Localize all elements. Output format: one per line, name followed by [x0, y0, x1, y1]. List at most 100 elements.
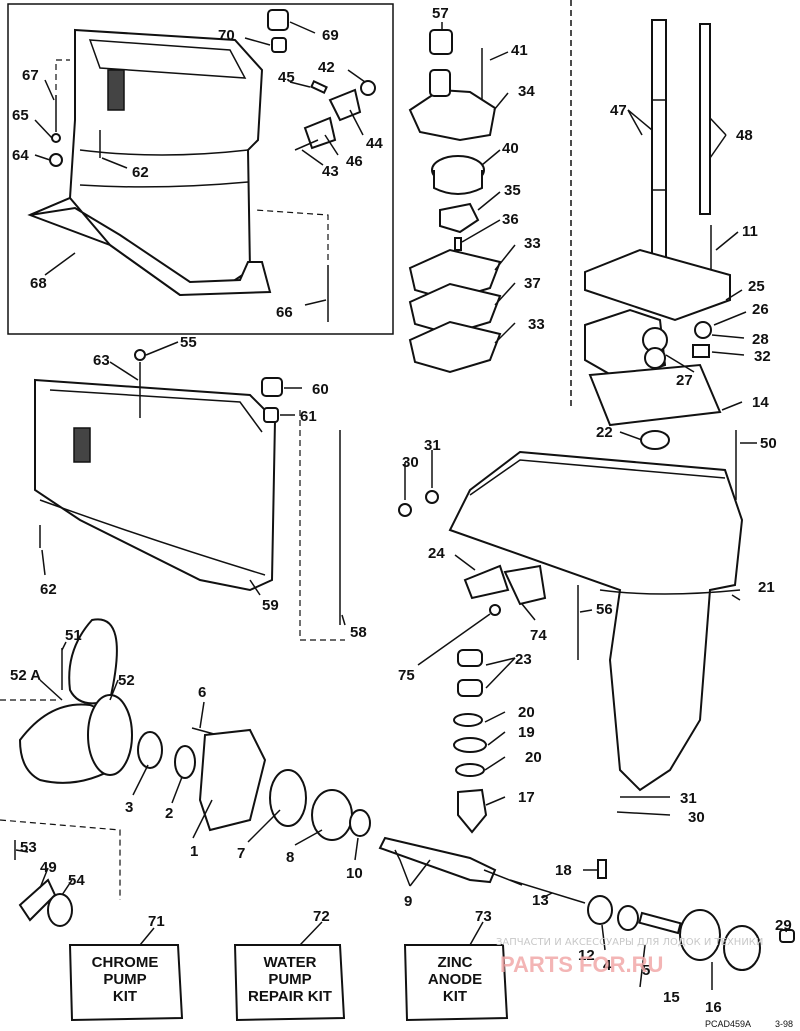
kit-73-line-3: KIT [443, 988, 467, 1005]
callout-50: 50 [760, 435, 777, 452]
callout-74: 74 [530, 627, 547, 644]
callout-53: 53 [20, 839, 37, 856]
kit-72-line-2: PUMP [268, 971, 311, 988]
callout-9: 9 [404, 893, 412, 910]
callout-59: 59 [262, 597, 279, 614]
callout-37: 37 [524, 275, 541, 292]
callout-63: 63 [93, 352, 110, 369]
callout-30b: 30 [688, 809, 705, 826]
kit-box-73: ZINC ANODE KIT [403, 944, 509, 1022]
kit-71-line-1: CHROME [92, 954, 159, 971]
callout-62b: 62 [40, 581, 57, 598]
callout-19: 19 [518, 724, 535, 741]
callout-33b: 33 [528, 316, 545, 333]
callout-23: 23 [515, 651, 532, 668]
callout-32: 32 [754, 348, 771, 365]
callout-68: 68 [30, 275, 47, 292]
callout-61: 61 [300, 408, 317, 425]
kit-73-line-1: ZINC [438, 954, 473, 971]
callout-7: 7 [237, 845, 245, 862]
callout-18: 18 [555, 862, 572, 879]
callout-49: 49 [40, 859, 57, 876]
kit-71-line-2: PUMP [103, 971, 146, 988]
callout-4: 4 [603, 957, 612, 974]
callout-17: 17 [518, 789, 535, 806]
callout-57: 57 [432, 5, 449, 22]
callout-1: 1 [190, 843, 198, 860]
callout-6: 6 [198, 684, 206, 701]
callout-13: 13 [532, 892, 549, 909]
callout-20b: 20 [525, 749, 542, 766]
kit-box-71: CHROME PUMP KIT [68, 944, 184, 1022]
callout-31b: 31 [680, 790, 697, 807]
callout-52a: 52 A [10, 667, 41, 684]
kit-73-line-2: ANODE [428, 971, 482, 988]
exhaust-housing [34, 349, 345, 641]
callout-labels: 1 2 3 4 5 6 7 8 9 10 11 12 13 14 15 16 1… [10, 5, 792, 1016]
callout-12: 12 [578, 947, 595, 964]
page-code: 3-98 [775, 1019, 793, 1029]
callout-22: 22 [596, 424, 613, 441]
callout-41: 41 [511, 42, 528, 59]
callout-71: 71 [148, 913, 165, 930]
upper-small-parts [49, 9, 376, 322]
callout-11: 11 [742, 223, 758, 240]
callout-75: 75 [398, 667, 415, 684]
callout-5: 5 [642, 962, 650, 979]
callout-33: 33 [524, 235, 541, 252]
callout-64: 64 [12, 147, 29, 164]
callout-20: 20 [518, 704, 535, 721]
callout-42: 42 [318, 59, 335, 76]
callout-62: 62 [132, 164, 149, 181]
drive-shafts [584, 19, 731, 427]
callout-52: 52 [118, 672, 135, 689]
callout-40: 40 [502, 140, 519, 157]
callout-15: 15 [663, 989, 680, 1006]
callout-27: 27 [676, 372, 693, 389]
callout-44: 44 [366, 135, 383, 152]
callout-21: 21 [758, 579, 775, 596]
kit-box-72: WATER PUMP REPAIR KIT [233, 944, 346, 1022]
callout-10: 10 [346, 865, 363, 882]
callout-29: 29 [775, 917, 792, 934]
upper-exhaust-housing [27, 28, 272, 297]
leader-lines [15, 21, 788, 990]
kit-71-line-3: KIT [113, 988, 137, 1005]
callout-25: 25 [748, 278, 765, 295]
callout-14: 14 [752, 394, 769, 411]
callout-43: 43 [322, 163, 339, 180]
figure-code: PCAD459A [705, 1019, 751, 1029]
callout-65: 65 [12, 107, 29, 124]
callout-67: 67 [22, 67, 39, 84]
kit-72-line-1: WATER [263, 954, 316, 971]
callout-70: 70 [218, 27, 235, 44]
callout-30: 30 [402, 454, 419, 471]
callout-54: 54 [68, 872, 85, 889]
callout-31: 31 [424, 437, 441, 454]
callout-34: 34 [518, 83, 535, 100]
callout-47: 47 [610, 102, 627, 119]
upper-housing-group-box [7, 3, 394, 335]
gearcase [398, 430, 744, 792]
callout-60: 60 [312, 381, 329, 398]
callout-48: 48 [736, 127, 753, 144]
callout-3: 3 [125, 799, 133, 816]
callout-69: 69 [322, 27, 339, 44]
callout-51: 51 [65, 627, 82, 644]
callout-28: 28 [752, 331, 769, 348]
callout-16: 16 [705, 999, 722, 1016]
callout-72: 72 [313, 908, 330, 925]
callout-2: 2 [165, 805, 173, 822]
callout-36: 36 [502, 211, 519, 228]
callout-55: 55 [180, 334, 197, 351]
pinion-parts [453, 649, 488, 834]
propeller-assembly [0, 618, 795, 971]
callout-24: 24 [428, 545, 445, 562]
callout-26: 26 [752, 301, 769, 318]
callout-8: 8 [286, 849, 294, 866]
callout-56: 56 [596, 601, 613, 618]
watermark-line-1: ЗАПЧАСТИ И АКСЕССУАРЫ ДЛЯ ЛОДОК И ТЕХНИК… [496, 937, 763, 948]
callout-58: 58 [350, 624, 367, 641]
callout-35: 35 [504, 182, 521, 199]
